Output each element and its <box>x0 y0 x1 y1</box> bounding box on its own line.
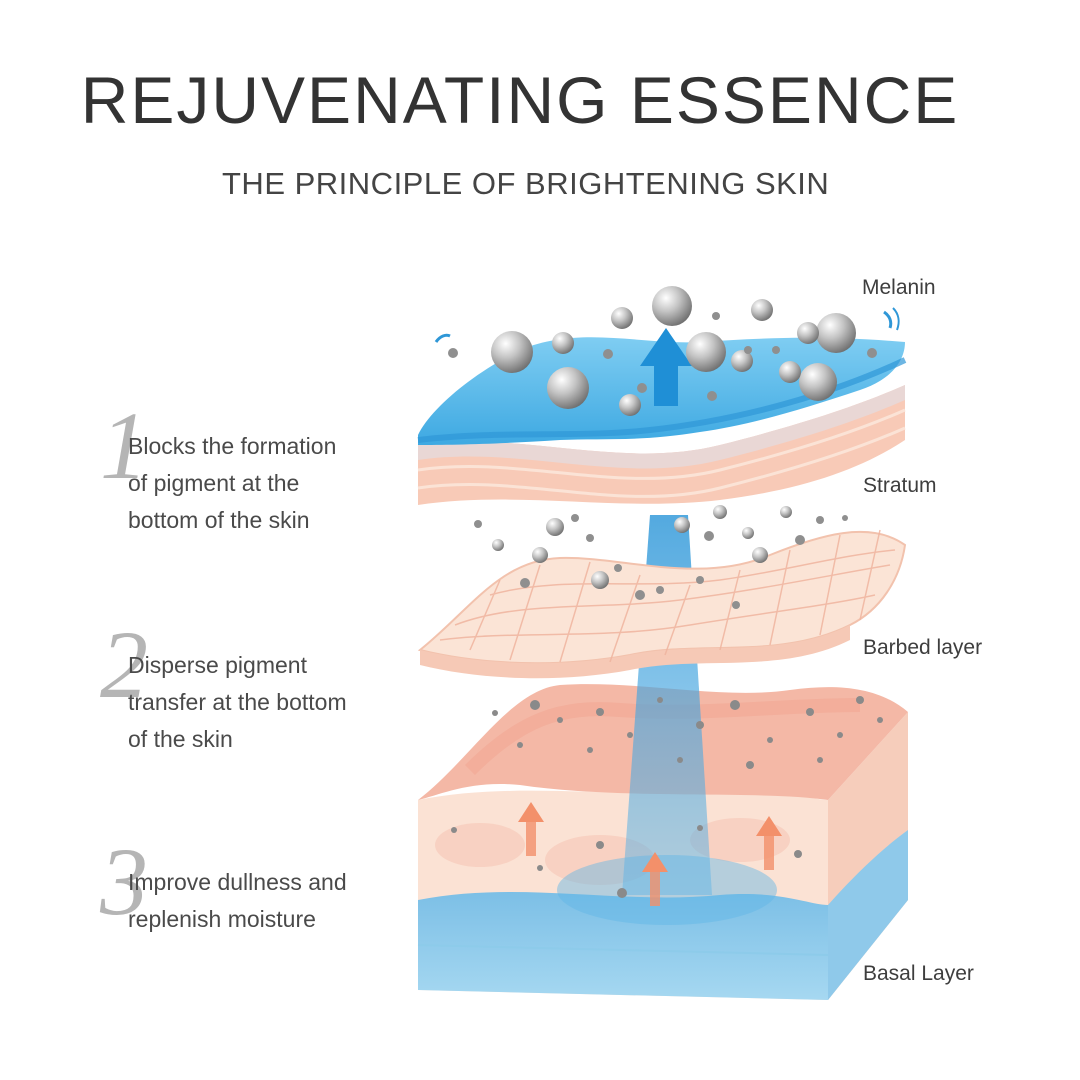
melanin-spheres <box>448 286 877 416</box>
step-description: Blocks the formation of pigment at the b… <box>128 433 337 533</box>
label-stratum: Stratum <box>863 474 937 497</box>
stratum-layer <box>417 385 906 505</box>
step-description: Improve dullness and replenish moisture <box>128 869 347 932</box>
up-arrow-icon <box>642 852 668 906</box>
step-number: 1 <box>100 392 148 499</box>
up-arrow-icon <box>640 328 692 406</box>
orange-arrows <box>518 802 782 906</box>
page-subtitle: THE PRINCIPLE OF BRIGHTENING SKIN <box>222 166 830 201</box>
up-arrow-icon <box>518 802 544 856</box>
page-title: REJUVENATING ESSENCE <box>80 63 960 137</box>
barbed-layer <box>417 529 907 679</box>
step-number: 3 <box>100 828 148 935</box>
dermis-pigment-dots <box>451 696 883 898</box>
up-arrow-icon <box>756 816 782 870</box>
label-barbed-layer: Barbed layer <box>863 636 983 659</box>
step-description: Disperse pigment transfer at the bottom … <box>128 652 347 752</box>
barbed-pigment-dots <box>474 505 848 609</box>
step-number: 2 <box>100 611 148 718</box>
label-basal-layer: Basal Layer <box>863 962 974 985</box>
label-melanin: Melanin <box>862 276 936 299</box>
